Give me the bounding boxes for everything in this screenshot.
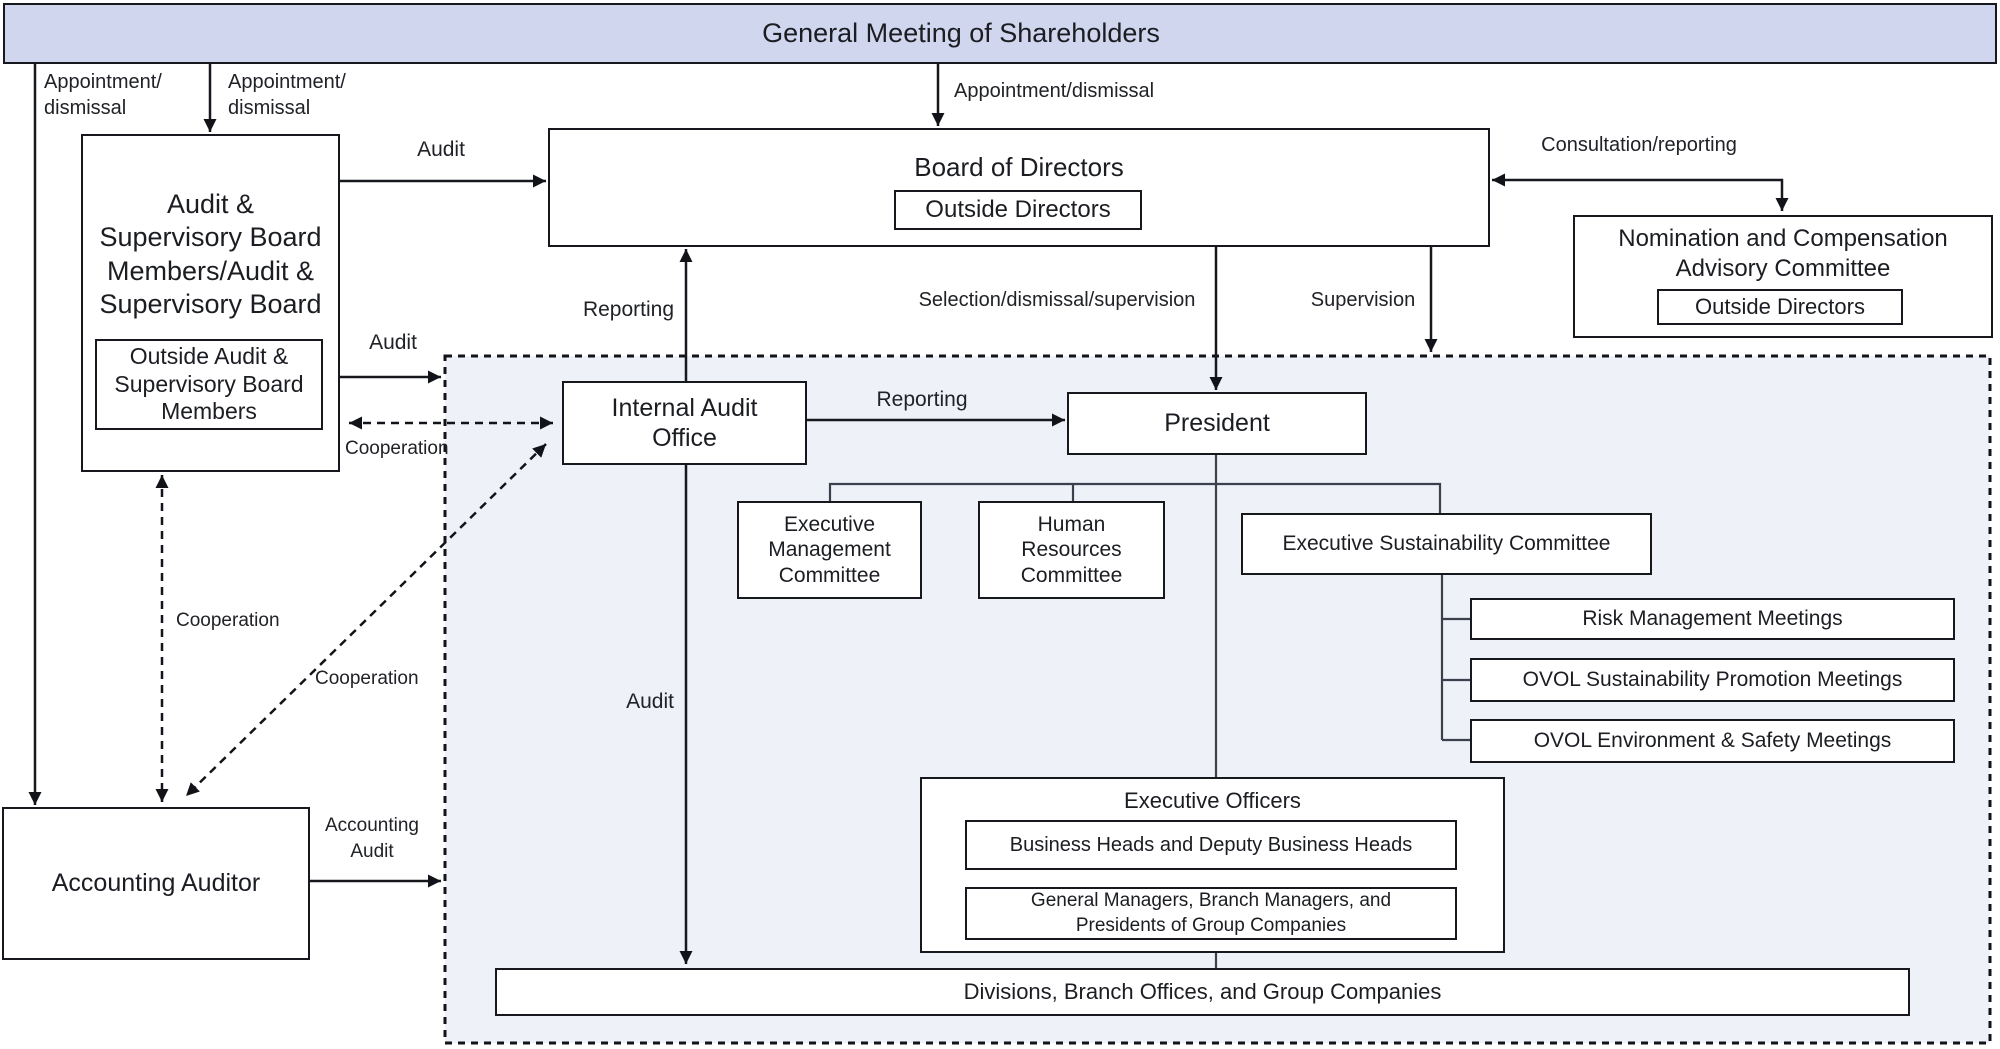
divisions-box: Divisions, Branch Offices, and Group Com… <box>495 968 1910 1016</box>
label-consultation-reporting: Consultation/reporting <box>1541 134 1737 156</box>
risk-management-meetings-box: Risk Management Meetings <box>1470 598 1955 640</box>
audit-supervisory-board-title: Audit & Supervisory Board Members/Audit … <box>99 189 322 320</box>
label-audit-down: Audit <box>626 690 674 713</box>
label-appointment-dismissal-far-left: Appointment/ dismissal <box>44 71 162 119</box>
nomination-committee-box: Nomination and Compensation Advisory Com… <box>1573 215 1993 338</box>
label-selection-dismissal-supervision: Selection/dismissal/supervision <box>918 289 1196 311</box>
label-reporting-up: Reporting <box>582 298 674 321</box>
business-heads-box: Business Heads and Deputy Business Heads <box>965 820 1457 870</box>
executive-officers-title: Executive Officers <box>1124 788 1301 813</box>
label-cooperation-diagonal: Cooperation <box>315 668 419 689</box>
ovol-sustainability-promotion-meetings-box: OVOL Sustainability Promotion Meetings <box>1470 658 1955 702</box>
executive-sustainability-committee-box: Executive Sustainability Committee <box>1241 513 1652 575</box>
nomination-committee-title: Nomination and Compensation Advisory Com… <box>1618 225 1948 282</box>
label-appointment-dismissal-center: Appointment/dismissal <box>954 80 1155 102</box>
label-supervision: Supervision <box>1310 289 1416 311</box>
label-audit-to-board: Audit <box>417 138 465 161</box>
board-of-directors-title: Board of Directors <box>914 152 1124 182</box>
line-committee-connector <box>828 482 1442 513</box>
audit-supervisory-board-box: Audit & Supervisory Board Members/Audit … <box>81 134 340 472</box>
board-of-directors-box: Board of Directors Outside Directors <box>548 128 1490 247</box>
executive-management-committee-box: Executive Management Committee <box>737 501 922 599</box>
general-meeting-banner: General Meeting of Shareholders <box>3 3 1997 64</box>
label-cooperation-vertical: Cooperation <box>176 610 280 631</box>
label-accounting-audit: Accounting Audit <box>324 815 419 862</box>
org-tree-lines <box>828 455 1470 968</box>
label-audit-to-region: Audit <box>369 331 417 354</box>
executive-officers-box: Executive Officers Business Heads and De… <box>920 777 1505 953</box>
general-managers-box: General Managers, Branch Managers, and P… <box>965 887 1457 940</box>
label-cooperation-horizontal: Cooperation <box>345 438 449 459</box>
ovol-environment-safety-meetings-box: OVOL Environment & Safety Meetings <box>1470 719 1955 763</box>
board-outside-directors-box: Outside Directors <box>894 190 1142 230</box>
human-resources-committee-box: Human Resources Committee <box>978 501 1165 599</box>
arrow-consultation-reporting <box>1492 173 1789 211</box>
accounting-auditor-box: Accounting Auditor <box>2 807 310 960</box>
internal-audit-office-box: Internal Audit Office <box>562 381 807 465</box>
general-meeting-title: General Meeting of Shareholders <box>762 18 1160 49</box>
label-appointment-dismissal-left: Appointment/ dismissal <box>228 71 346 119</box>
label-reporting-to-president: Reporting <box>876 388 968 411</box>
nomination-outside-directors-box: Outside Directors <box>1657 289 1903 325</box>
president-box: President <box>1067 392 1367 455</box>
outside-audit-members-box: Outside Audit & Supervisory Board Member… <box>95 339 323 430</box>
